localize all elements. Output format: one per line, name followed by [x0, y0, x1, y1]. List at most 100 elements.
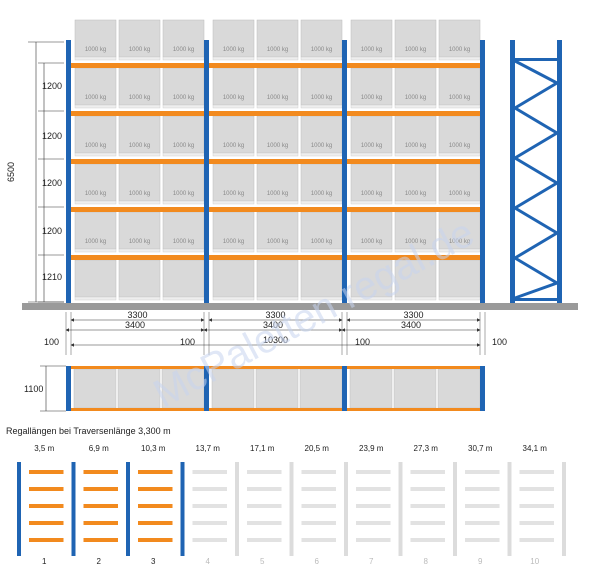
variant-beam: [519, 538, 554, 542]
side-frame: [510, 40, 562, 303]
length-variant: 3,5 m1: [17, 444, 64, 566]
pallet: 1000 kg: [74, 163, 117, 205]
pallet: 1000 kg: [350, 19, 393, 61]
pallet-load-label: 1000 kg: [129, 191, 150, 197]
depth-dimension: [40, 365, 66, 412]
pallet-load-label: 1000 kg: [173, 47, 194, 53]
pallet-load-label: 1000 kg: [361, 239, 382, 245]
upright: [480, 40, 485, 303]
pallet-load-label: 1000 kg: [361, 47, 382, 53]
pallet-load-label: 1000 kg: [129, 47, 150, 53]
variant-number: 8: [424, 557, 429, 566]
variant-beam: [83, 487, 118, 491]
variant-length: 30,7 m: [468, 444, 493, 453]
top-pallet: [393, 368, 437, 409]
pallet-load-label: 1000 kg: [85, 95, 106, 101]
variant-beam: [356, 487, 391, 491]
variant-beam: [410, 470, 445, 474]
top-beam-back: [68, 408, 482, 411]
variant-number: 7: [369, 557, 374, 566]
pallet-load-label: 1000 kg: [267, 143, 288, 149]
variant-beam: [247, 504, 282, 508]
pallet: [256, 259, 299, 301]
pallet-load-label: 1000 kg: [223, 191, 244, 197]
variant-beam: [138, 504, 173, 508]
top-beam-front: [68, 366, 482, 369]
pallet: 1000 kg: [300, 211, 343, 253]
pallet: 1000 kg: [394, 163, 437, 205]
pallet: 1000 kg: [118, 19, 161, 61]
variant-beam: [247, 470, 282, 474]
pallet-load-label: 1000 kg: [311, 95, 332, 101]
gap-label: 100: [492, 337, 507, 347]
pallet: 1000 kg: [162, 211, 205, 253]
variant-upright: [180, 462, 185, 556]
traverse-dimension: 3300: [70, 310, 205, 322]
variant-upright: [453, 462, 457, 556]
pallet-load-label: 1000 kg: [223, 239, 244, 245]
pallet-load-label: 1000 kg: [173, 239, 194, 245]
traverse-dimension: 3300: [346, 310, 481, 322]
variant-length: 23,9 m: [359, 444, 384, 453]
pallet-load-label: 1000 kg: [85, 239, 106, 245]
beams: [71, 63, 480, 260]
pallet-load-label: 1000 kg: [405, 239, 426, 245]
top-pallet: [255, 368, 299, 409]
pallet: 1000 kg: [212, 19, 255, 61]
top-upright: [204, 366, 209, 411]
axis-dimension-label: 3400: [401, 320, 421, 330]
variant-beam: [465, 538, 500, 542]
variant-beam: [83, 470, 118, 474]
pallet: 1000 kg: [74, 67, 117, 109]
variant-beam: [192, 504, 227, 508]
variant-beam: [465, 504, 500, 508]
variant-beam: [301, 504, 336, 508]
beam: [347, 159, 480, 164]
axis-dimension-label: 3400: [263, 320, 283, 330]
pallet-load-label: 1000 kg: [449, 95, 470, 101]
lengths-section-title: Regallängen bei Traversenlänge 3,300 m: [6, 426, 171, 436]
beam: [71, 63, 204, 68]
level-ticks: [38, 62, 64, 303]
pallet: 1000 kg: [256, 67, 299, 109]
pallet-load-label: 1000 kg: [405, 143, 426, 149]
pallet-load-label: 1000 kg: [267, 239, 288, 245]
traverse-dimension-label: 3300: [265, 310, 285, 320]
gap-label: 100: [180, 337, 195, 347]
pallet: [162, 259, 205, 301]
variant-upright: [17, 462, 21, 556]
upright: [342, 40, 347, 303]
floor: [22, 303, 578, 310]
variant-length: 13,7 m: [196, 444, 221, 453]
level-height-label: 1200: [42, 178, 62, 188]
pallet-load-label: 1000 kg: [361, 95, 382, 101]
variant-number: 1: [42, 557, 47, 566]
pallet: 1000 kg: [212, 211, 255, 253]
beam: [209, 255, 342, 260]
pallet: 1000 kg: [162, 19, 205, 61]
pallet-load-label: 1000 kg: [311, 239, 332, 245]
pallet: 1000 kg: [394, 67, 437, 109]
length-variant: 6,9 m2: [71, 444, 118, 566]
variant-upright: [235, 462, 239, 556]
variant-number: 4: [206, 557, 211, 566]
beam: [347, 255, 480, 260]
pallet: 1000 kg: [74, 19, 117, 61]
pallet: 1000 kg: [256, 19, 299, 61]
pallet-load-label: 1000 kg: [267, 95, 288, 101]
variant-upright: [71, 462, 76, 556]
variant-beam: [301, 487, 336, 491]
pallet: 1000 kg: [162, 67, 205, 109]
variant-beam: [29, 538, 64, 542]
pallet: 1000 kg: [118, 67, 161, 109]
pallet-load-label: 1000 kg: [85, 191, 106, 197]
level-height-label: 1210: [42, 272, 62, 282]
pallet-load-label: 1000 kg: [85, 47, 106, 53]
variant-beam: [192, 521, 227, 525]
length-variant: 13,7 m 4: [180, 444, 227, 566]
variant-number: 9: [478, 557, 483, 566]
variant-beam: [301, 521, 336, 525]
depth-label: 1100: [24, 384, 43, 394]
